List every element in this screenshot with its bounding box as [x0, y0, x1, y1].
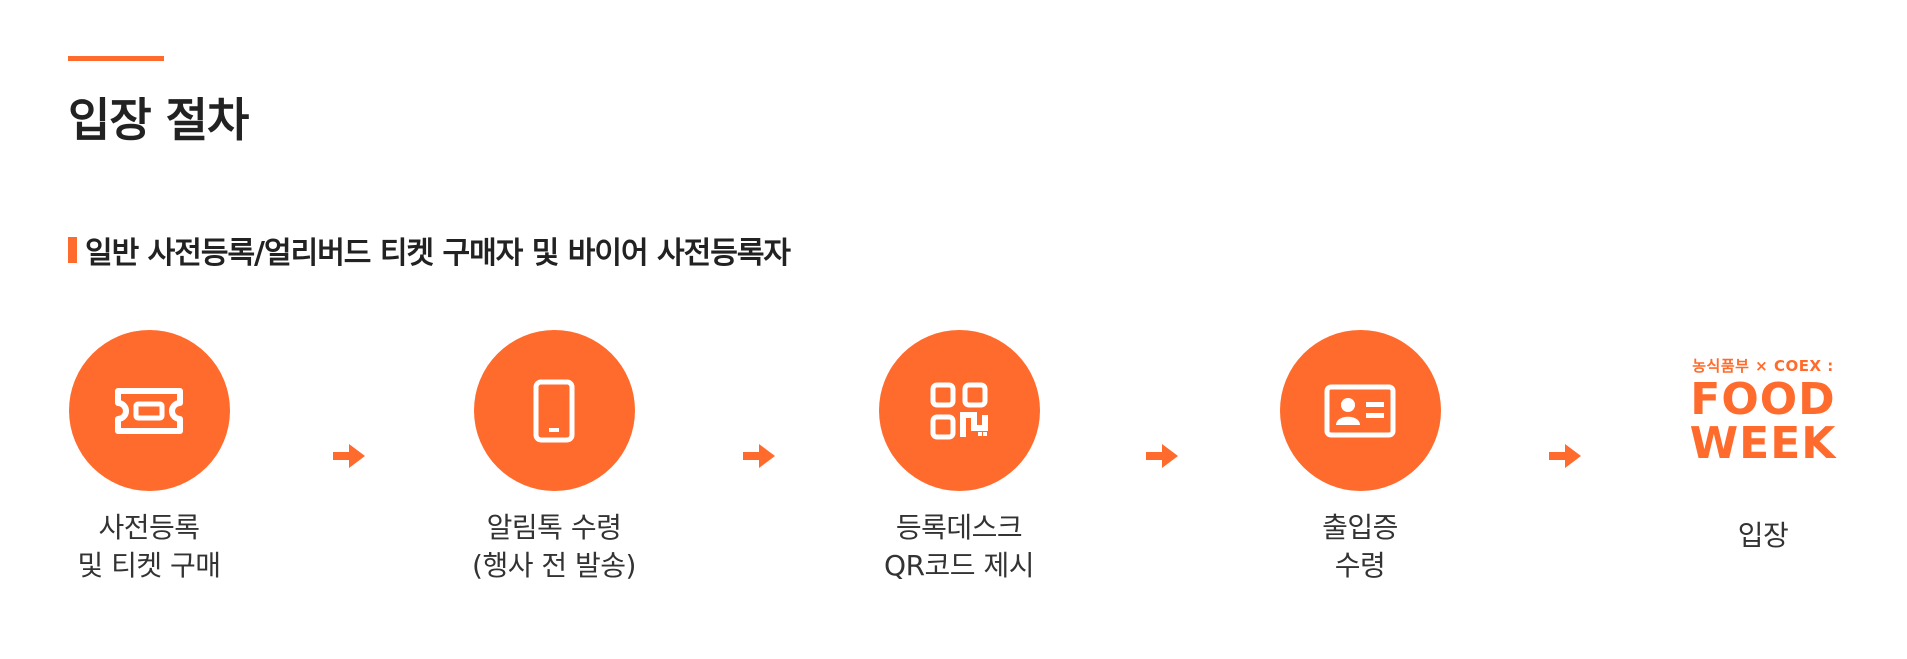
step-3-circle — [878, 330, 1040, 491]
step-4-label: 출입증 수령 — [1322, 511, 1398, 582]
step-4-circle — [1279, 330, 1441, 491]
qr-code-icon — [930, 382, 988, 439]
page-title: 입장 절차 — [68, 93, 249, 147]
step-1-label: 사전등록 및 티켓 구매 — [77, 511, 221, 582]
section-marker — [68, 237, 77, 263]
step-2-label: 알림톡 수령 (행사 전 발송) — [472, 511, 636, 582]
step-3-label: 등록데스크 QR코드 제시 — [884, 511, 1034, 582]
step-4: 출입증 수령 — [1240, 330, 1480, 585]
title-accent-line — [68, 56, 164, 61]
step-1: 사전등록 및 티켓 구매 — [29, 330, 269, 585]
logo-word-1: FOOD — [1690, 374, 1836, 425]
step-5-label: 입장 — [1737, 519, 1789, 552]
step-2-circle — [473, 330, 635, 491]
step-3: 등록데스크 QR코드 제시 — [839, 330, 1079, 585]
section-title: 일반 사전등록/얼리버드 티켓 구매자 및 바이어 사전등록자 — [85, 236, 791, 271]
arrow-right-icon — [743, 444, 775, 468]
logo-word-2: WEEK — [1689, 418, 1837, 469]
step-2: 알림톡 수령 (행사 전 발송) — [434, 330, 674, 585]
logo-top-text: 농식품부 × COEX : — [1692, 357, 1834, 375]
arrow-right-icon — [333, 444, 365, 468]
section-header: 일반 사전등록/얼리버드 티켓 구매자 및 바이어 사전등록자 — [68, 228, 791, 272]
arrow-right-icon — [1549, 444, 1581, 468]
food-week-logo: 농식품부 × COEX : FOOD WEEK — [1683, 330, 1844, 491]
step-1-circle — [68, 330, 230, 491]
ticket-icon — [115, 387, 183, 434]
smartphone-icon — [533, 379, 575, 442]
id-card-icon — [1324, 384, 1396, 437]
arrow-right-icon — [1146, 444, 1178, 468]
step-5: 농식품부 × COEX : FOOD WEEK 입장 — [1643, 330, 1883, 555]
